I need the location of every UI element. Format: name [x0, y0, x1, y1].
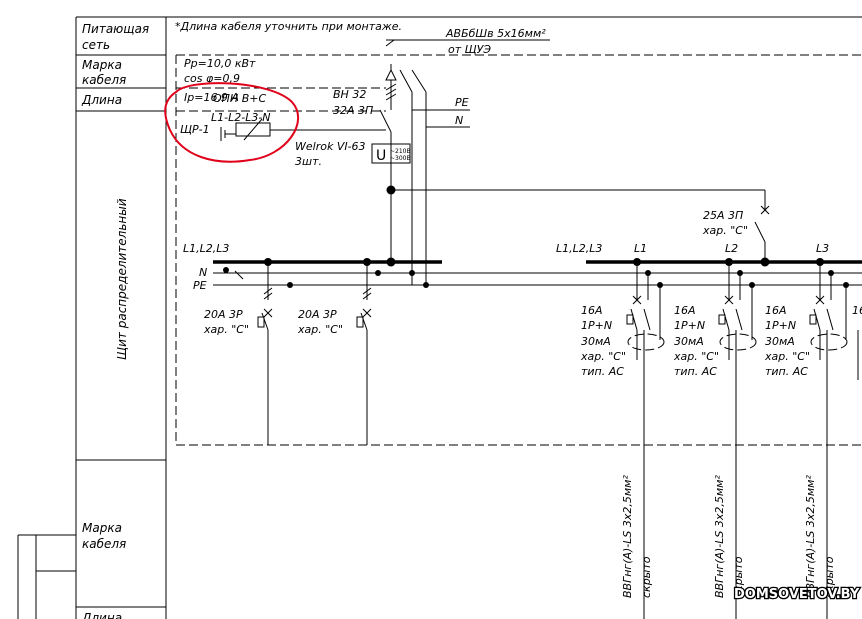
breaker-2-rating: 20А 3Р — [298, 308, 337, 321]
rcbo-1-cable: ВВГнг(А)-LS 3х2,5мм² — [621, 475, 634, 598]
length-label: Длина — [81, 93, 122, 107]
bus-l1-label: L1 — [634, 242, 647, 255]
surge-arrester-icon — [220, 118, 386, 141]
rcbo-1-rating: 16А — [581, 304, 603, 317]
spd-type: ОПН В+С — [213, 92, 266, 105]
param-cos: cos φ=0,9 — [184, 72, 240, 85]
breaker-2-curve: хар. "С" — [297, 323, 343, 336]
rcbo-3-poles: 1Р+N — [765, 319, 796, 332]
bus-l3-label: L3 — [816, 242, 829, 255]
supply-label-2: сеть — [82, 38, 110, 52]
param-pp: Рр=10,0 кВт — [184, 57, 256, 70]
breaker-1-rating: 20А 3Р — [204, 308, 243, 321]
cable-mark-bottom-1: Марка — [82, 521, 122, 535]
cable-note: *Длина кабеля уточнить при монтаже. — [175, 20, 402, 33]
feeder-from: от ЩУЭ — [448, 43, 491, 56]
rcbo-3-leak: 30мА — [765, 335, 795, 348]
rcbo-2-type: тип. АС — [674, 365, 717, 378]
rcbo-2-cable: ВВГнг(А)-LS 3х2,5мм² — [713, 475, 726, 598]
main-switch-rating: 32А 3П — [333, 104, 373, 117]
panel-boundary — [175, 54, 862, 446]
rcbo-3-rating: 16А — [765, 304, 787, 317]
rcbo-3-curve: хар. "С" — [764, 350, 810, 363]
rcbo-1-type: тип. АС — [581, 365, 624, 378]
rcbo-3-install: скрыто — [823, 556, 836, 598]
breaker-20a-2 — [356, 285, 372, 445]
spd-panel-label: ЩР-1 — [180, 123, 210, 136]
spd-qty: 3шт. — [295, 155, 322, 168]
red-annotation-circle — [164, 82, 299, 163]
breaker-20a-1 — [257, 262, 273, 445]
right-breaker-rating: 25А 3П — [703, 209, 743, 222]
bus-right-label: L1,L2,L3 — [556, 242, 602, 255]
bus-l2-label: L2 — [725, 242, 738, 255]
bus-n-label: N — [199, 266, 207, 279]
rcbo-3 — [809, 262, 848, 619]
n-label-top: N — [455, 114, 463, 127]
main-switch-icon — [379, 64, 427, 285]
bus-left-label: L1,L2,L3 — [183, 242, 229, 255]
feeder-cable: АВБбШв 5х16мм² — [445, 27, 546, 40]
rcbo-2-leak: 30мА — [674, 335, 704, 348]
pe-label-top: PE — [455, 96, 469, 109]
breaker-25a-icon — [754, 205, 770, 262]
rcbo-2-poles: 1Р+N — [674, 319, 705, 332]
voltage-max: ~300В — [390, 155, 411, 162]
rcbo-3-cable: ВВГнг(А)-LS 3х2,5мм² — [804, 475, 817, 598]
rcbo-2-install: скрыто — [732, 556, 745, 598]
rcbo-3-type: тип. АС — [765, 365, 808, 378]
rcbo-2-curve: хар. "С" — [673, 350, 719, 363]
svg-text:U: U — [376, 148, 386, 164]
cable-mark-label-1: Марка — [82, 58, 122, 72]
voltage-min: ~210В — [390, 148, 411, 155]
watermark-text: DOMSOVETOV.BY — [734, 587, 860, 602]
cable-mark-bottom-2: кабеля — [82, 537, 126, 551]
spd-model: Welrok VI-63 — [295, 140, 366, 153]
length-bottom-label: Длина — [81, 611, 122, 619]
spd-lines: L1-L2-L3-N — [211, 111, 271, 124]
rcbo-1-curve: хар. "С" — [580, 350, 626, 363]
param-ip: Iр=16,9 А — [184, 91, 239, 104]
rcbo-2 — [718, 262, 757, 619]
rcbo-2-rating: 16А — [674, 304, 696, 317]
bus-pe-label: PE — [193, 279, 207, 292]
cable-mark-label-2: кабеля — [82, 73, 126, 87]
rcbo-1 — [626, 262, 665, 619]
breaker-1-curve: хар. "С" — [203, 323, 249, 336]
panel-vertical-label: Щит распределительный — [115, 198, 129, 360]
main-switch-model: ВН 32 — [333, 88, 366, 101]
feeder-arrow-icon — [385, 39, 396, 47]
title-block: Питающая сеть Марка кабеля Длина Щит рас… — [17, 16, 862, 619]
supply-label-1: Питающая — [82, 22, 149, 36]
right-breaker-curve: хар. "С" — [702, 224, 748, 237]
rcbo-1-install: скрыто — [640, 556, 653, 598]
rcbo-1-leak: 30мА — [581, 335, 611, 348]
rcbo-4-rating: 16 — [852, 304, 862, 317]
rcbo-1-poles: 1Р+N — [581, 319, 612, 332]
